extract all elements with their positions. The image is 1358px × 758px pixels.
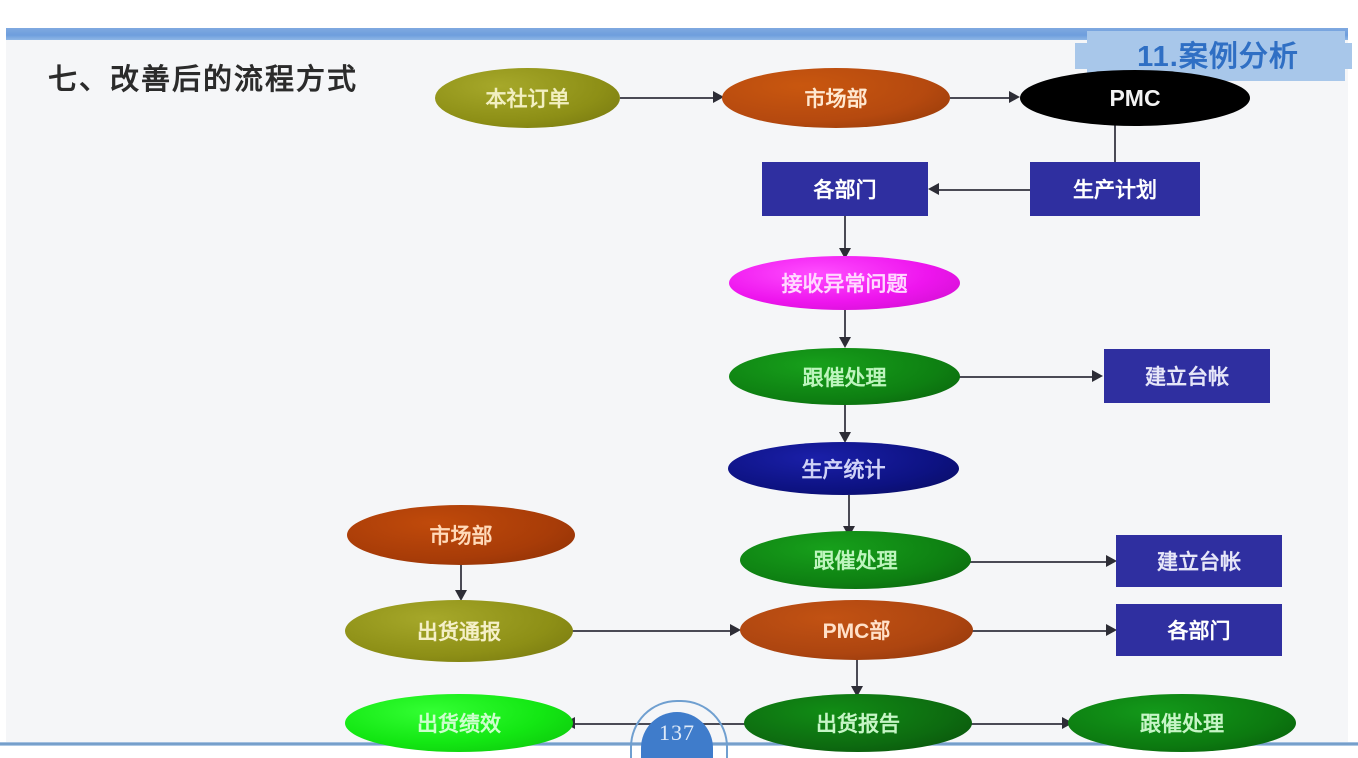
node-genctui-1[interactable]: 跟催处理	[729, 348, 960, 405]
connector-arrow	[1092, 370, 1103, 382]
node-chuhuo-jixiao[interactable]: 出货绩效	[345, 694, 573, 752]
connector-line	[856, 658, 858, 690]
node-gebumen-bottom[interactable]: 各部门	[1116, 604, 1282, 656]
connector-arrow	[839, 248, 851, 259]
connector-line	[950, 97, 1012, 99]
connector-arrow	[713, 91, 724, 103]
node-pmc-bu[interactable]: PMC部	[740, 600, 973, 660]
connector-arrow	[1062, 717, 1073, 729]
node-label: 本社订单	[485, 88, 570, 111]
node-label: 出货通报	[417, 621, 501, 644]
slide-title: 七、改善后的流程方式	[48, 64, 359, 96]
connector-line	[570, 630, 733, 632]
node-label: 建立台帐	[1157, 551, 1241, 574]
node-label: 生产计划	[1073, 179, 1157, 202]
frame-left-margin	[0, 0, 6, 758]
header-badge-notch-right	[1330, 43, 1352, 69]
page-number: 137	[659, 720, 695, 745]
node-label: 市场部	[429, 525, 493, 548]
node-label: 各部门	[813, 179, 877, 202]
node-label: PMC部	[822, 620, 891, 643]
connector-arrow	[730, 624, 741, 636]
node-genctui-3[interactable]: 跟催处理	[1068, 694, 1296, 752]
connector-arrow	[851, 686, 863, 697]
connector-arrow	[839, 337, 851, 348]
node-label: 出货报告	[816, 713, 900, 736]
node-jianli-taizhang-1[interactable]: 建立台帐	[1104, 349, 1270, 403]
node-chuhuo-baogao[interactable]: 出货报告	[744, 694, 972, 752]
header-badge-notch-left	[1075, 43, 1089, 69]
header-badge-label: 11.案例分析	[1137, 41, 1299, 73]
node-gebumen-top[interactable]: 各部门	[762, 162, 928, 216]
node-shichangbu-left[interactable]: 市场部	[347, 505, 575, 565]
connector-line	[620, 97, 717, 99]
connector-line	[1114, 124, 1116, 162]
node-label: 建立台帐	[1145, 366, 1229, 389]
connector-line	[844, 310, 846, 340]
node-shichangbu-top[interactable]: 市场部	[722, 68, 950, 128]
node-chuhuo-tongbao[interactable]: 出货通报	[345, 600, 573, 662]
node-label: 各部门	[1167, 620, 1231, 643]
node-pmc[interactable]: PMC	[1020, 70, 1250, 126]
node-label: 跟催处理	[802, 366, 887, 390]
connector-line	[844, 404, 846, 435]
connector-line	[958, 723, 1068, 725]
connector-arrow	[1009, 91, 1020, 103]
connector-arrow	[928, 183, 939, 195]
node-label: 接收异常问题	[781, 273, 908, 296]
node-jieshou-yichang[interactable]: 接收异常问题	[729, 256, 960, 310]
connector-arrow	[1106, 624, 1117, 636]
node-label: 出货绩效	[417, 713, 501, 736]
frame-right-margin	[1348, 0, 1358, 758]
connector-line	[848, 495, 850, 529]
node-label: 生产统计	[801, 458, 886, 482]
connector-line	[952, 376, 1095, 378]
node-label: 跟催处理	[1140, 713, 1224, 736]
node-shengchan-jihua[interactable]: 生产计划	[1030, 162, 1200, 216]
node-benshe-dingdan[interactable]: 本社订单	[435, 68, 620, 128]
node-label: 市场部	[804, 88, 868, 111]
node-label: 跟催处理	[813, 550, 898, 573]
connector-arrow	[1106, 555, 1117, 567]
frame-top-blue-bar	[0, 28, 1358, 40]
connector-line	[938, 189, 1032, 191]
connector-arrow	[455, 590, 467, 601]
node-jianli-taizhang-2[interactable]: 建立台帐	[1116, 535, 1282, 587]
connector-line	[460, 563, 462, 594]
node-genctui-2[interactable]: 跟催处理	[740, 531, 971, 589]
connector-line	[962, 561, 1110, 563]
node-shengchan-tongji[interactable]: 生产统计	[728, 442, 959, 495]
connector-line	[844, 215, 846, 251]
frame-top-margin	[0, 0, 1358, 28]
node-label: PMC	[1109, 84, 1161, 111]
connector-line	[972, 630, 1110, 632]
connector-arrow	[839, 432, 851, 443]
